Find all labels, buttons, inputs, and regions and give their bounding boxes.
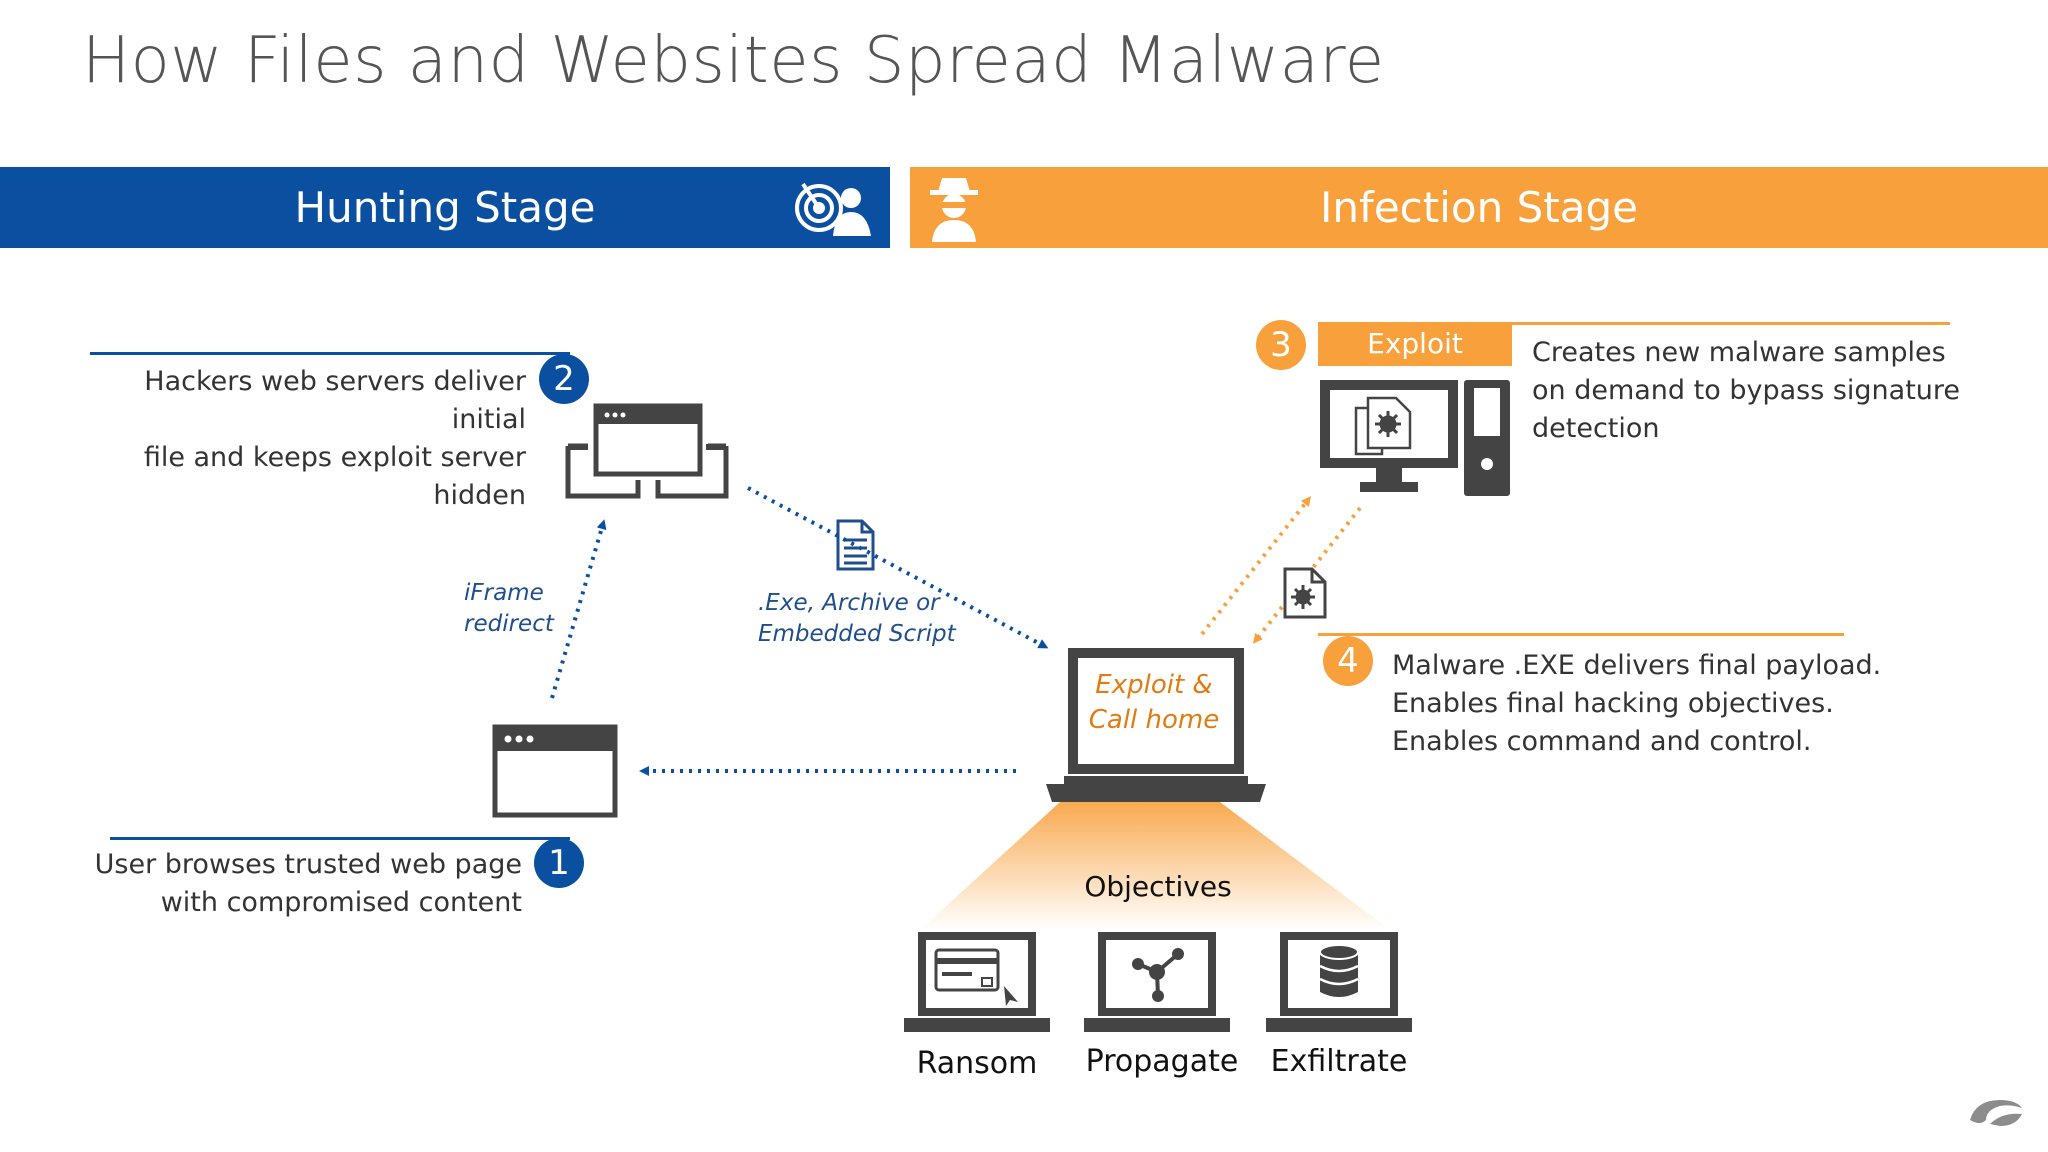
arrow-exploit-to-laptop xyxy=(1252,506,1362,644)
objective-exfiltrate-label: Exfiltrate xyxy=(1270,1044,1408,1079)
step-4-text: Malware .EXE delivers final payload. Ena… xyxy=(1392,650,1882,757)
iframe-redirect-label: iFrame redirect xyxy=(464,580,554,637)
exploit-call-home-label: Exploit & Call home xyxy=(1088,670,1220,735)
hunting-stage-label: Hunting Stage xyxy=(294,183,596,232)
step-4-rule xyxy=(1318,633,1844,636)
step-1-badge: 1 xyxy=(534,838,584,888)
objective-ransom-label: Ransom xyxy=(916,1046,1038,1081)
target-hacker-icon xyxy=(795,182,871,236)
exploit-server-computer-icon xyxy=(1320,380,1510,496)
malware-file-icon xyxy=(1283,567,1327,619)
browser-window-icon xyxy=(492,724,618,818)
infection-stage-bar: Infection Stage xyxy=(910,167,2048,248)
network-nodes-icon xyxy=(1084,932,1230,1032)
step-2-text: Hackers web servers deliver initial file… xyxy=(143,366,526,511)
step-1-text: User browses trusted web page with compr… xyxy=(94,849,522,918)
database-icon xyxy=(1266,932,1412,1032)
step-2-badge: 2 xyxy=(539,354,589,404)
infection-stage-label: Infection Stage xyxy=(1320,183,1638,232)
central-laptop-icon xyxy=(1046,648,1266,802)
document-icon xyxy=(836,519,875,571)
step-3-rule xyxy=(1512,322,1950,325)
step-2-rule xyxy=(90,352,570,355)
step-1-rule xyxy=(110,837,570,840)
objective-propagate-label: Propagate xyxy=(1085,1044,1239,1079)
payload-label: .Exe, Archive or Embedded Script xyxy=(758,590,956,647)
spy-icon xyxy=(930,178,978,242)
step-4-badge: 4 xyxy=(1323,636,1373,686)
arrow-server-to-laptop xyxy=(747,486,1049,649)
arrow-laptop-to-exploit xyxy=(1200,496,1312,636)
web-server-icon xyxy=(565,403,729,499)
page-title: How Files and Websites Spread Malware xyxy=(82,24,1385,98)
brand-logo-icon xyxy=(1970,1100,2022,1126)
objectives-title: Objectives xyxy=(1084,870,1232,903)
arrow-iframe-redirect xyxy=(550,519,607,699)
hunting-stage-bar: Hunting Stage xyxy=(0,167,890,248)
step-3-text: Creates new malware samples on demand to… xyxy=(1532,337,1961,444)
ransom-screen-icon xyxy=(904,932,1050,1032)
step-3-badge: 3 xyxy=(1256,320,1306,370)
